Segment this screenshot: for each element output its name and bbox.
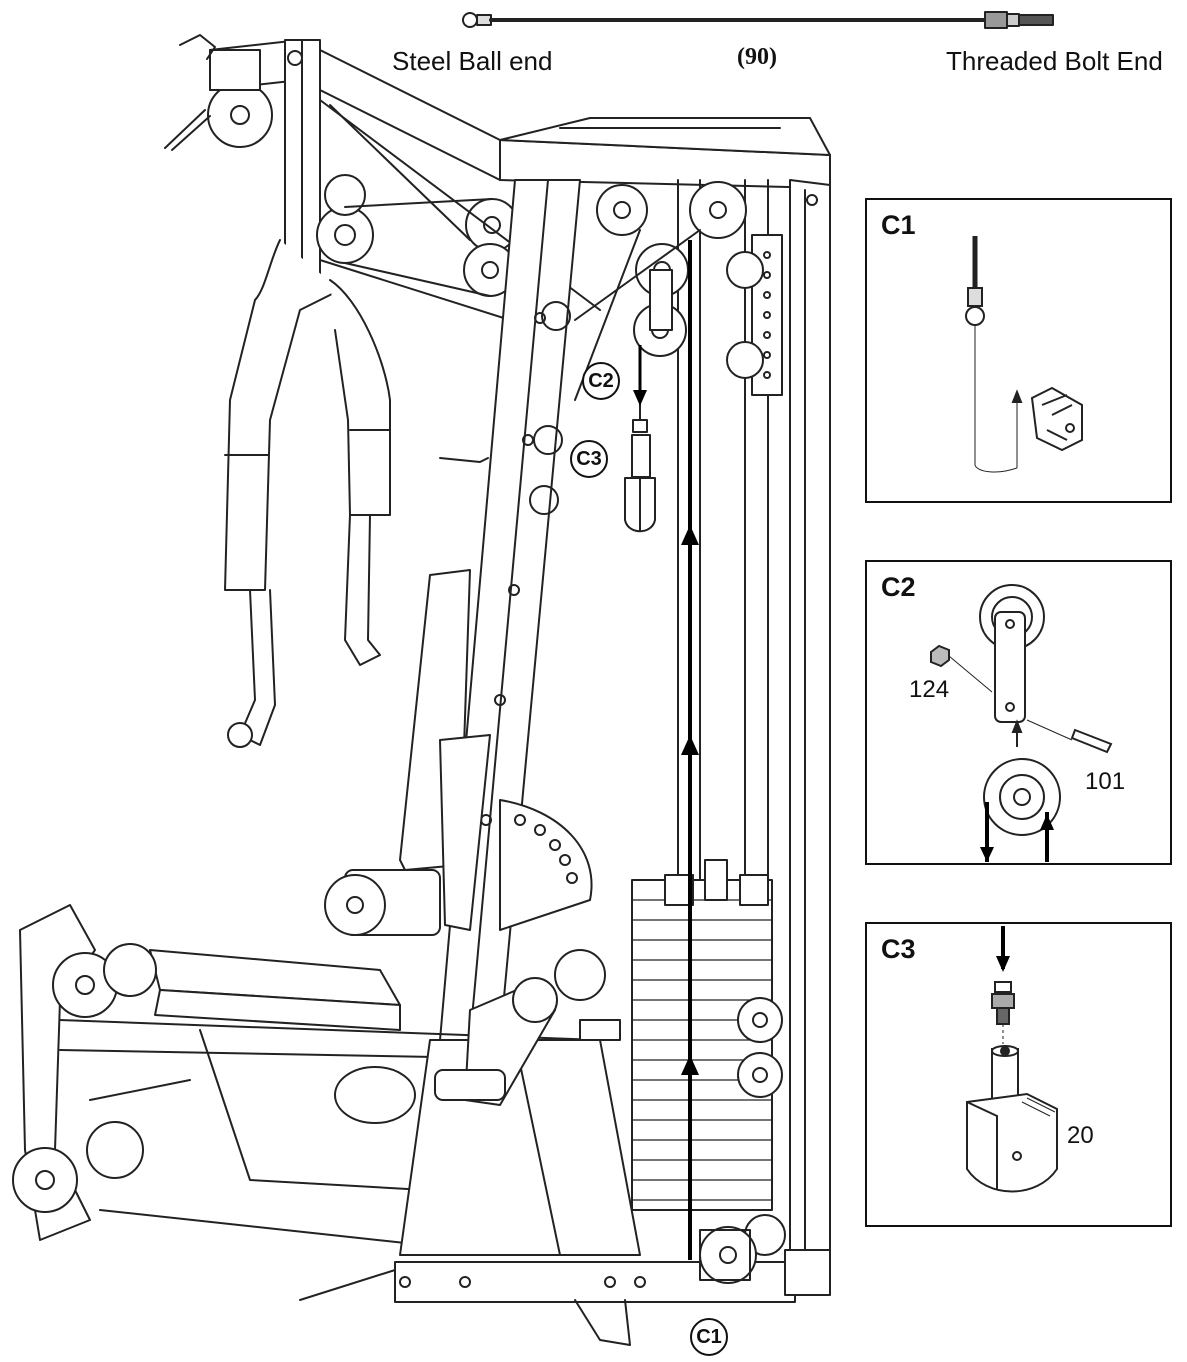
inset-c3: C3 20 (865, 922, 1172, 1227)
callout-c1: C1 (690, 1318, 728, 1356)
inset-c3-title: C3 (881, 934, 916, 964)
inset-c1: C1 (865, 198, 1172, 503)
inset-c1-drawing (965, 236, 1083, 473)
steel-ball-end-label: Steel Ball end (392, 46, 553, 76)
part-20-label: 20 (1067, 1122, 1094, 1149)
part-101-label: 101 (1085, 768, 1126, 795)
callout-c2: C2 (582, 362, 620, 400)
part-124-label: 124 (909, 676, 950, 703)
inset-c2: C2 (865, 560, 1172, 865)
inset-c2-title: C2 (881, 572, 916, 602)
inset-c3-drawing (966, 926, 1058, 1193)
inset-c2-drawing (930, 584, 1113, 862)
callout-c3: C3 (570, 440, 608, 478)
cable-90-illustration (462, 11, 1054, 29)
threaded-bolt-end-label: Threaded Bolt End (946, 46, 1163, 76)
inset-c1-title: C1 (881, 210, 916, 240)
cable-part-number: (90) (737, 44, 777, 70)
